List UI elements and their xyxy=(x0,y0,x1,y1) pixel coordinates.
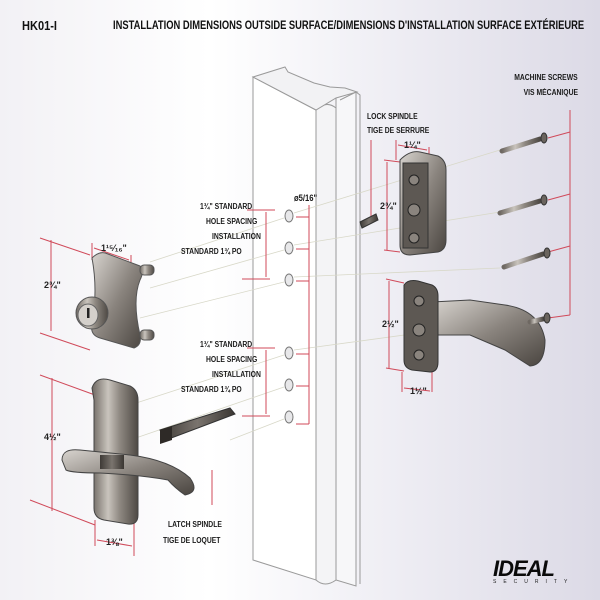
diagram-title: INSTALLATION DIMENSIONS OUTSIDE SURFACE/… xyxy=(113,18,585,32)
brand-sub: SECURITY xyxy=(493,579,575,585)
lock-spindle-label-fr: TIGE DE SERRURE xyxy=(367,126,430,135)
latch-spindle-label-en: LATCH SPINDLE xyxy=(168,520,222,529)
upper-spacing-line-1: 1¾" STANDARD xyxy=(200,202,253,211)
hole-diameter-label: ø5/16" xyxy=(294,193,318,203)
dimension-lines xyxy=(29,110,571,556)
machine-screws xyxy=(497,132,551,325)
model-number: HK01-I xyxy=(22,18,58,33)
lock-spindle-label-en: LOCK SPINDLE xyxy=(367,112,418,121)
deadbolt-cylinder xyxy=(75,252,155,349)
upper-spacing-line-4: STANDARD 1¾ PO xyxy=(181,247,242,256)
machine-screws-label-en: MACHINE SCREWS xyxy=(514,73,578,82)
dim-lever-width: 1⅜" xyxy=(106,537,123,547)
latch-block xyxy=(403,280,546,373)
door-holes xyxy=(284,209,294,424)
lower-spacing-line-2: HOLE SPACING xyxy=(206,355,258,364)
dim-latch-block-width: 1½" xyxy=(410,386,427,396)
latch-spindle xyxy=(159,407,236,444)
dim-lock-cylinder-height: 2¾" xyxy=(44,280,61,290)
upper-spacing-line-2: HOLE SPACING xyxy=(206,217,258,226)
upper-spacing-line-3: INSTALLATION xyxy=(212,232,261,241)
machine-screws-label-fr: VIS MÉCANIQUE xyxy=(523,88,578,97)
dim-lever-height: 4½" xyxy=(44,432,61,442)
lever-handle xyxy=(61,378,195,525)
dim-lock-block-height: 2¾" xyxy=(380,201,397,211)
lower-spacing-line-3: INSTALLATION xyxy=(212,370,261,379)
dim-latch-block-height: 2½" xyxy=(382,319,399,329)
door-frame xyxy=(251,66,361,587)
dim-lock-block-width: 1¼" xyxy=(404,140,421,150)
lower-spacing-line-1: 1¾" STANDARD xyxy=(200,340,253,349)
brand-name: IDEAL xyxy=(493,556,555,581)
ideal-security-logo: IDEAL SECURITY xyxy=(493,556,574,585)
lower-spacing-line-4: STANDARD 1¾ PO xyxy=(181,385,242,394)
dim-lock-cylinder-width: 1¹⁵⁄₁₆" xyxy=(101,243,127,253)
lock-block xyxy=(399,151,447,256)
latch-spindle-label-fr: TIGE DE LOQUET xyxy=(163,536,221,545)
